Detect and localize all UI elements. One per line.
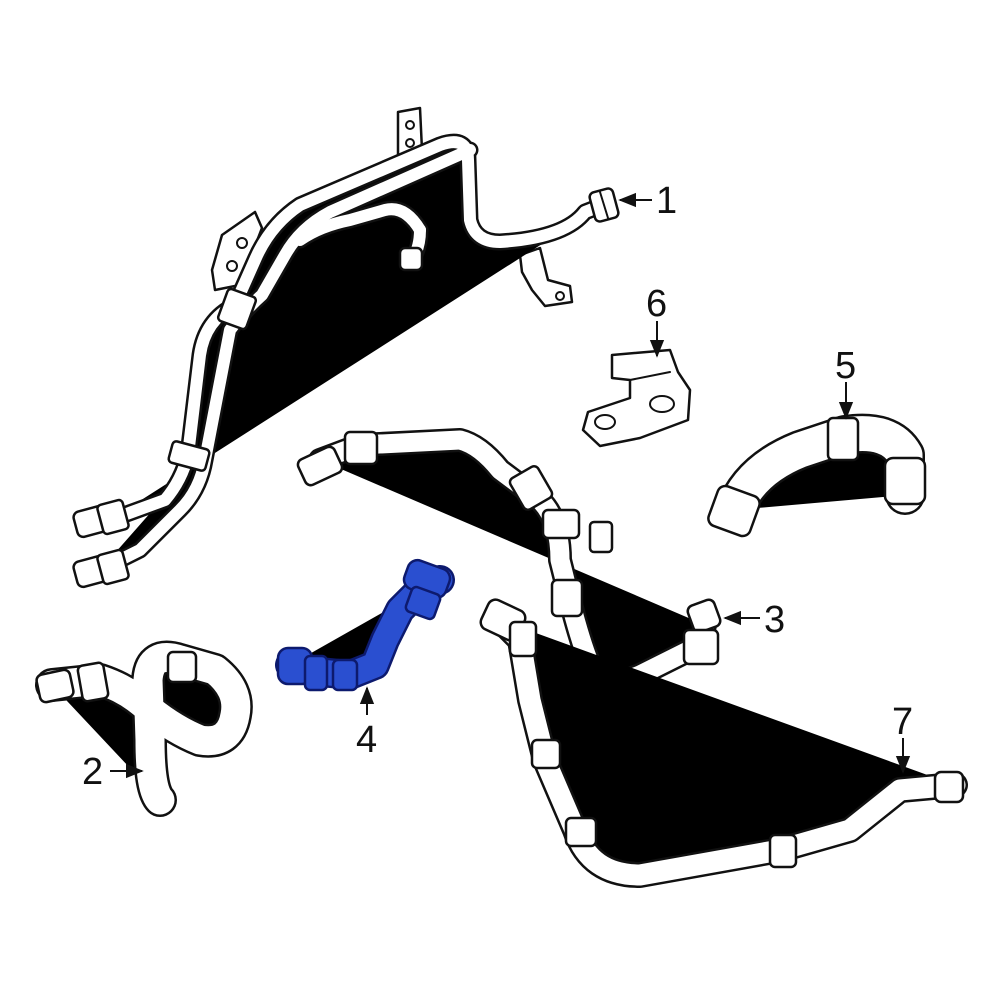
part-1-pipe-assembly	[72, 106, 620, 589]
callout-4-label: 4	[356, 719, 377, 761]
part-6-bracket	[581, 348, 692, 448]
callout-6: 6	[646, 283, 667, 358]
callout-4: 4	[356, 686, 377, 761]
part-3-hose	[296, 432, 722, 681]
callout-2-label: 2	[82, 751, 103, 793]
callout-7-label: 7	[892, 701, 913, 743]
callout-1-label: 1	[656, 180, 677, 222]
callout-5: 5	[835, 345, 856, 420]
callout-3: 3	[723, 599, 785, 641]
part-2-hose	[35, 652, 235, 800]
part-5-hose	[707, 418, 927, 538]
callout-3-label: 3	[764, 599, 785, 641]
callout-2: 2	[82, 751, 144, 793]
callout-5-label: 5	[835, 345, 856, 387]
callout-7: 7	[892, 701, 913, 774]
callout-6-label: 6	[646, 283, 667, 325]
callout-1: 1	[618, 180, 677, 222]
part-7-hose	[479, 598, 963, 875]
part-4-hose-highlighted	[278, 558, 453, 692]
